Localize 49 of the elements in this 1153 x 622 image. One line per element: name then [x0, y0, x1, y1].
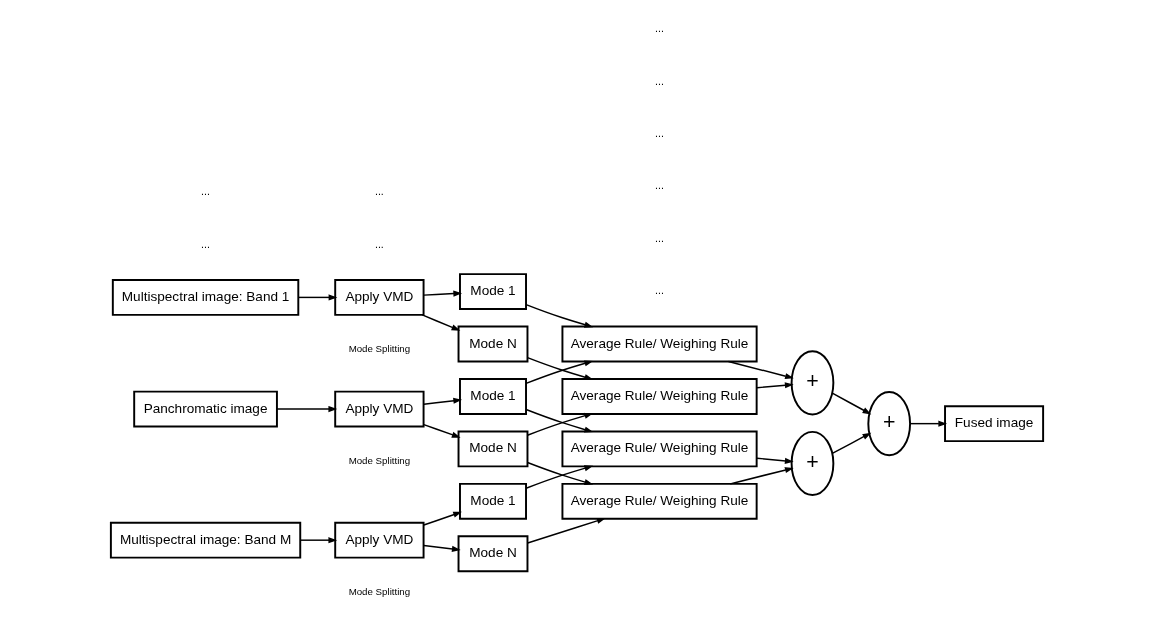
arrow: [275, 406, 337, 413]
node-box: Average Rule/ Weighing Rule: [560, 378, 758, 415]
node-box: Fused image: [943, 405, 1044, 443]
arrow: [831, 432, 871, 455]
label: ...: [654, 74, 664, 87]
node-box: Multispectral image: Band 1: [111, 278, 299, 316]
label: ...: [654, 231, 664, 244]
node-box: Apply VMD: [333, 390, 425, 428]
arrow: [422, 290, 462, 297]
node-box: Mode 1: [458, 482, 527, 520]
arrow: [755, 382, 794, 389]
arrow: [422, 397, 462, 405]
arrow: [524, 303, 593, 328]
arrow: [831, 392, 871, 415]
node-box: Average Rule/ Weighing Rule: [560, 325, 758, 363]
node-box: Multispectral image: Band M: [109, 521, 301, 559]
label: ...: [654, 284, 664, 297]
node-box: Apply VMD: [333, 521, 425, 559]
arrow: [909, 420, 947, 427]
node-label: Mode Splitting: [348, 343, 410, 355]
label: ...: [654, 126, 664, 139]
node-label: Mode Splitting: [348, 586, 410, 598]
node-box: Panchromatic image: [132, 390, 278, 428]
node-box: Mode 1: [458, 273, 527, 311]
arrow: [421, 314, 460, 331]
arrow: [422, 423, 461, 438]
arrow: [299, 537, 337, 544]
label: ...: [374, 185, 384, 198]
label: ...: [374, 237, 384, 250]
arrow: [526, 517, 606, 544]
node-box: Mode N: [457, 325, 528, 363]
node-box: Mode 1: [458, 378, 527, 415]
node-ellipse: +: [790, 430, 834, 496]
node-ellipse: +: [790, 350, 834, 416]
node-box: Apply VMD: [333, 278, 425, 316]
arrow: [422, 544, 461, 552]
label: ...: [654, 22, 664, 35]
label: ...: [200, 185, 210, 198]
node-box: Average Rule/ Weighing Rule: [560, 482, 758, 520]
node-label: Mode Splitting: [348, 454, 410, 466]
arrow: [755, 457, 794, 464]
node-box: Mode N: [457, 535, 528, 573]
arrow: [422, 511, 462, 526]
node-box: Average Rule/ Weighing Rule: [560, 430, 758, 468]
arrow: [297, 294, 337, 301]
label: ...: [200, 237, 210, 250]
node-ellipse: +: [866, 391, 911, 457]
label: ...: [654, 179, 664, 192]
node-box: Mode N: [457, 430, 528, 468]
